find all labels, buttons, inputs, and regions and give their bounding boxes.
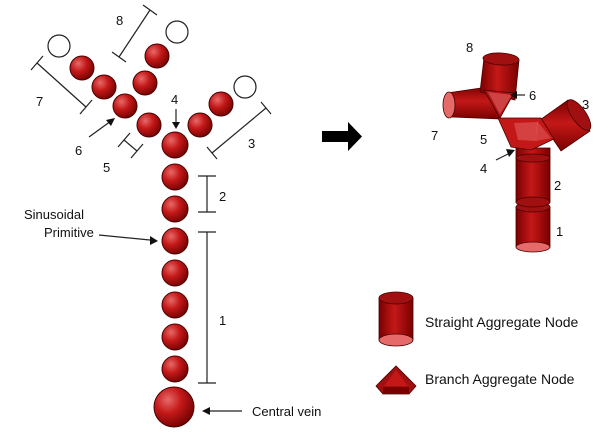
sinusoidal-primitive-node [161,227,189,255]
arrow-head [506,149,515,157]
branch-node-5 [497,117,555,151]
cylinder-icon [378,291,414,347]
trunk-node [161,259,189,287]
straight-node-1 [515,201,551,253]
left-branch-node [91,74,117,100]
arrow-head [150,236,158,245]
left-branch-node [112,93,138,119]
legend-branch-label: Branch Aggregate Node [425,371,575,387]
left-branch-node [69,55,95,81]
right-branch-node [208,91,234,117]
arrow-head [510,91,517,99]
aggregate-model [442,52,592,253]
pointer-arrows-right [495,91,525,161]
branch-node-6-face [488,92,512,114]
trunk-node [161,355,189,383]
label-1: 1 [219,313,226,328]
arrow-head [202,407,210,415]
arrow-head [172,122,180,129]
label-2: 2 [219,189,226,204]
sinusoidal-label-line1: Sinusoidal [24,207,84,222]
triangular-prism-icon [375,365,417,395]
straight-node-4 [515,147,551,163]
model-label-7: 7 [431,128,438,143]
label-8: 8 [116,13,123,28]
straight-node-8 [479,52,520,101]
legend-straight-label: Straight Aggregate Node [425,314,579,330]
trunk-node [161,163,189,191]
sinusoidal-label-line2: Primitive [44,225,94,240]
central-vein-node [153,386,195,428]
central-vein-label: Central vein [252,404,321,419]
upper-branch-node [132,70,158,96]
trunk-node [161,291,189,319]
model-label-6: 6 [529,88,536,103]
label-3: 3 [248,136,255,151]
pointer-arrows-left [88,109,180,138]
label-4: 4 [171,92,178,107]
sinusoid-chain [47,20,257,428]
legend: Straight Aggregate Node Branch Aggregate… [375,291,579,395]
upper-branch-node [144,43,170,69]
trunk-node [161,323,189,351]
branch-point-node [161,131,189,159]
right-branch-node [187,112,213,138]
label-5: 5 [103,160,110,175]
segment-brackets [30,4,272,384]
open-end-node [165,20,189,44]
open-end-node [233,75,257,99]
model-label-8: 8 [466,40,473,55]
model-label-1: 1 [556,224,563,239]
arrow-head [106,118,115,126]
model-label-2: 2 [554,178,561,193]
trunk-node [161,195,189,223]
label-6: 6 [75,143,82,158]
model-label-5: 5 [480,132,487,147]
model-label-4: 4 [480,161,487,176]
model-label-3: 3 [582,97,589,112]
open-end-node [47,34,71,58]
left-branch-node [136,112,162,138]
label-7: 7 [36,94,43,109]
straight-node-2 [515,157,551,208]
right-arrow-icon [322,122,362,151]
